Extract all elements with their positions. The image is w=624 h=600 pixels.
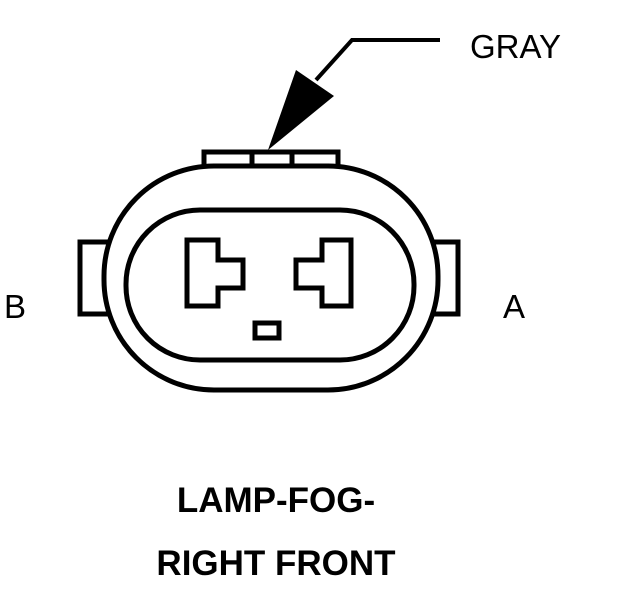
leader-line [314, 38, 440, 82]
terminal-a [293, 237, 354, 309]
terminal-b [184, 237, 246, 309]
connector-title-line2: RIGHT FRONT [156, 544, 396, 583]
polarization-key [252, 320, 282, 341]
connector-title-line1: LAMP-FOG- [176, 481, 376, 520]
pin-a-label: A [503, 288, 526, 325]
pin-b-label: B [4, 288, 27, 325]
wire-color-label: GRAY [470, 28, 562, 65]
arrowhead-icon [268, 70, 334, 150]
